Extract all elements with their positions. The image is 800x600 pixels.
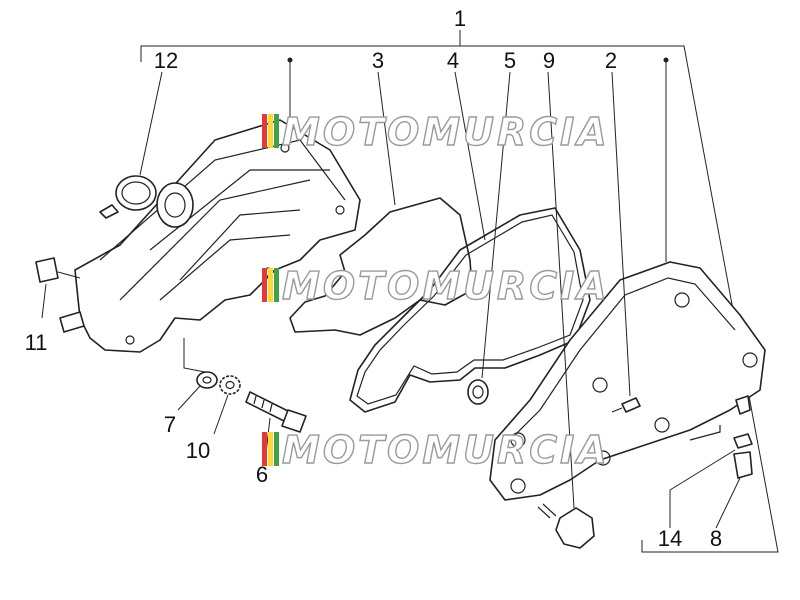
- callout-2: 2: [605, 48, 617, 73]
- watermark-stripes: [262, 114, 279, 148]
- callout-7: 7: [164, 412, 176, 437]
- callout-6: 6: [256, 462, 268, 487]
- callout-5: 5: [504, 48, 516, 73]
- callout-10: 10: [186, 438, 210, 463]
- hose-clamp-part: [99, 71, 163, 219]
- watermark: MOTOMURCIA MOTOMURCIA MOTOMURCIA: [262, 109, 610, 473]
- bolt-part: [245, 391, 307, 463]
- screw-part: [611, 71, 641, 413]
- callout-3: 3: [372, 48, 384, 73]
- filter-element-part: [289, 71, 473, 336]
- assembly-bracket: [140, 30, 779, 553]
- grommet-part: [467, 71, 511, 405]
- callout-8: 8: [710, 526, 722, 551]
- drain-fitting-part: [669, 395, 753, 529]
- watermark-text-3: MOTOMURCIA: [282, 428, 610, 472]
- callout-labels: 1 2 3 4 5 6 7 8 9 10 11 12 14: [25, 6, 723, 551]
- watermark-text-2: MOTOMURCIA: [282, 264, 610, 308]
- lock-washer-part: [213, 375, 241, 435]
- watermark-stripes: [262, 268, 279, 302]
- callout-12: 12: [154, 48, 178, 73]
- watermark-text-1: MOTOMURCIA: [282, 110, 610, 154]
- knob-part: [537, 71, 595, 549]
- callout-11: 11: [25, 330, 48, 355]
- callout-9: 9: [543, 48, 555, 73]
- filter-cover-part: [489, 57, 766, 501]
- gasket-part: [349, 71, 591, 413]
- callout-1: 1: [454, 6, 466, 31]
- washer-part: [177, 338, 218, 411]
- callout-14: 14: [658, 526, 682, 551]
- callout-4: 4: [447, 48, 459, 73]
- clip-nut-part: [35, 257, 81, 319]
- watermark-stripes: [262, 432, 279, 466]
